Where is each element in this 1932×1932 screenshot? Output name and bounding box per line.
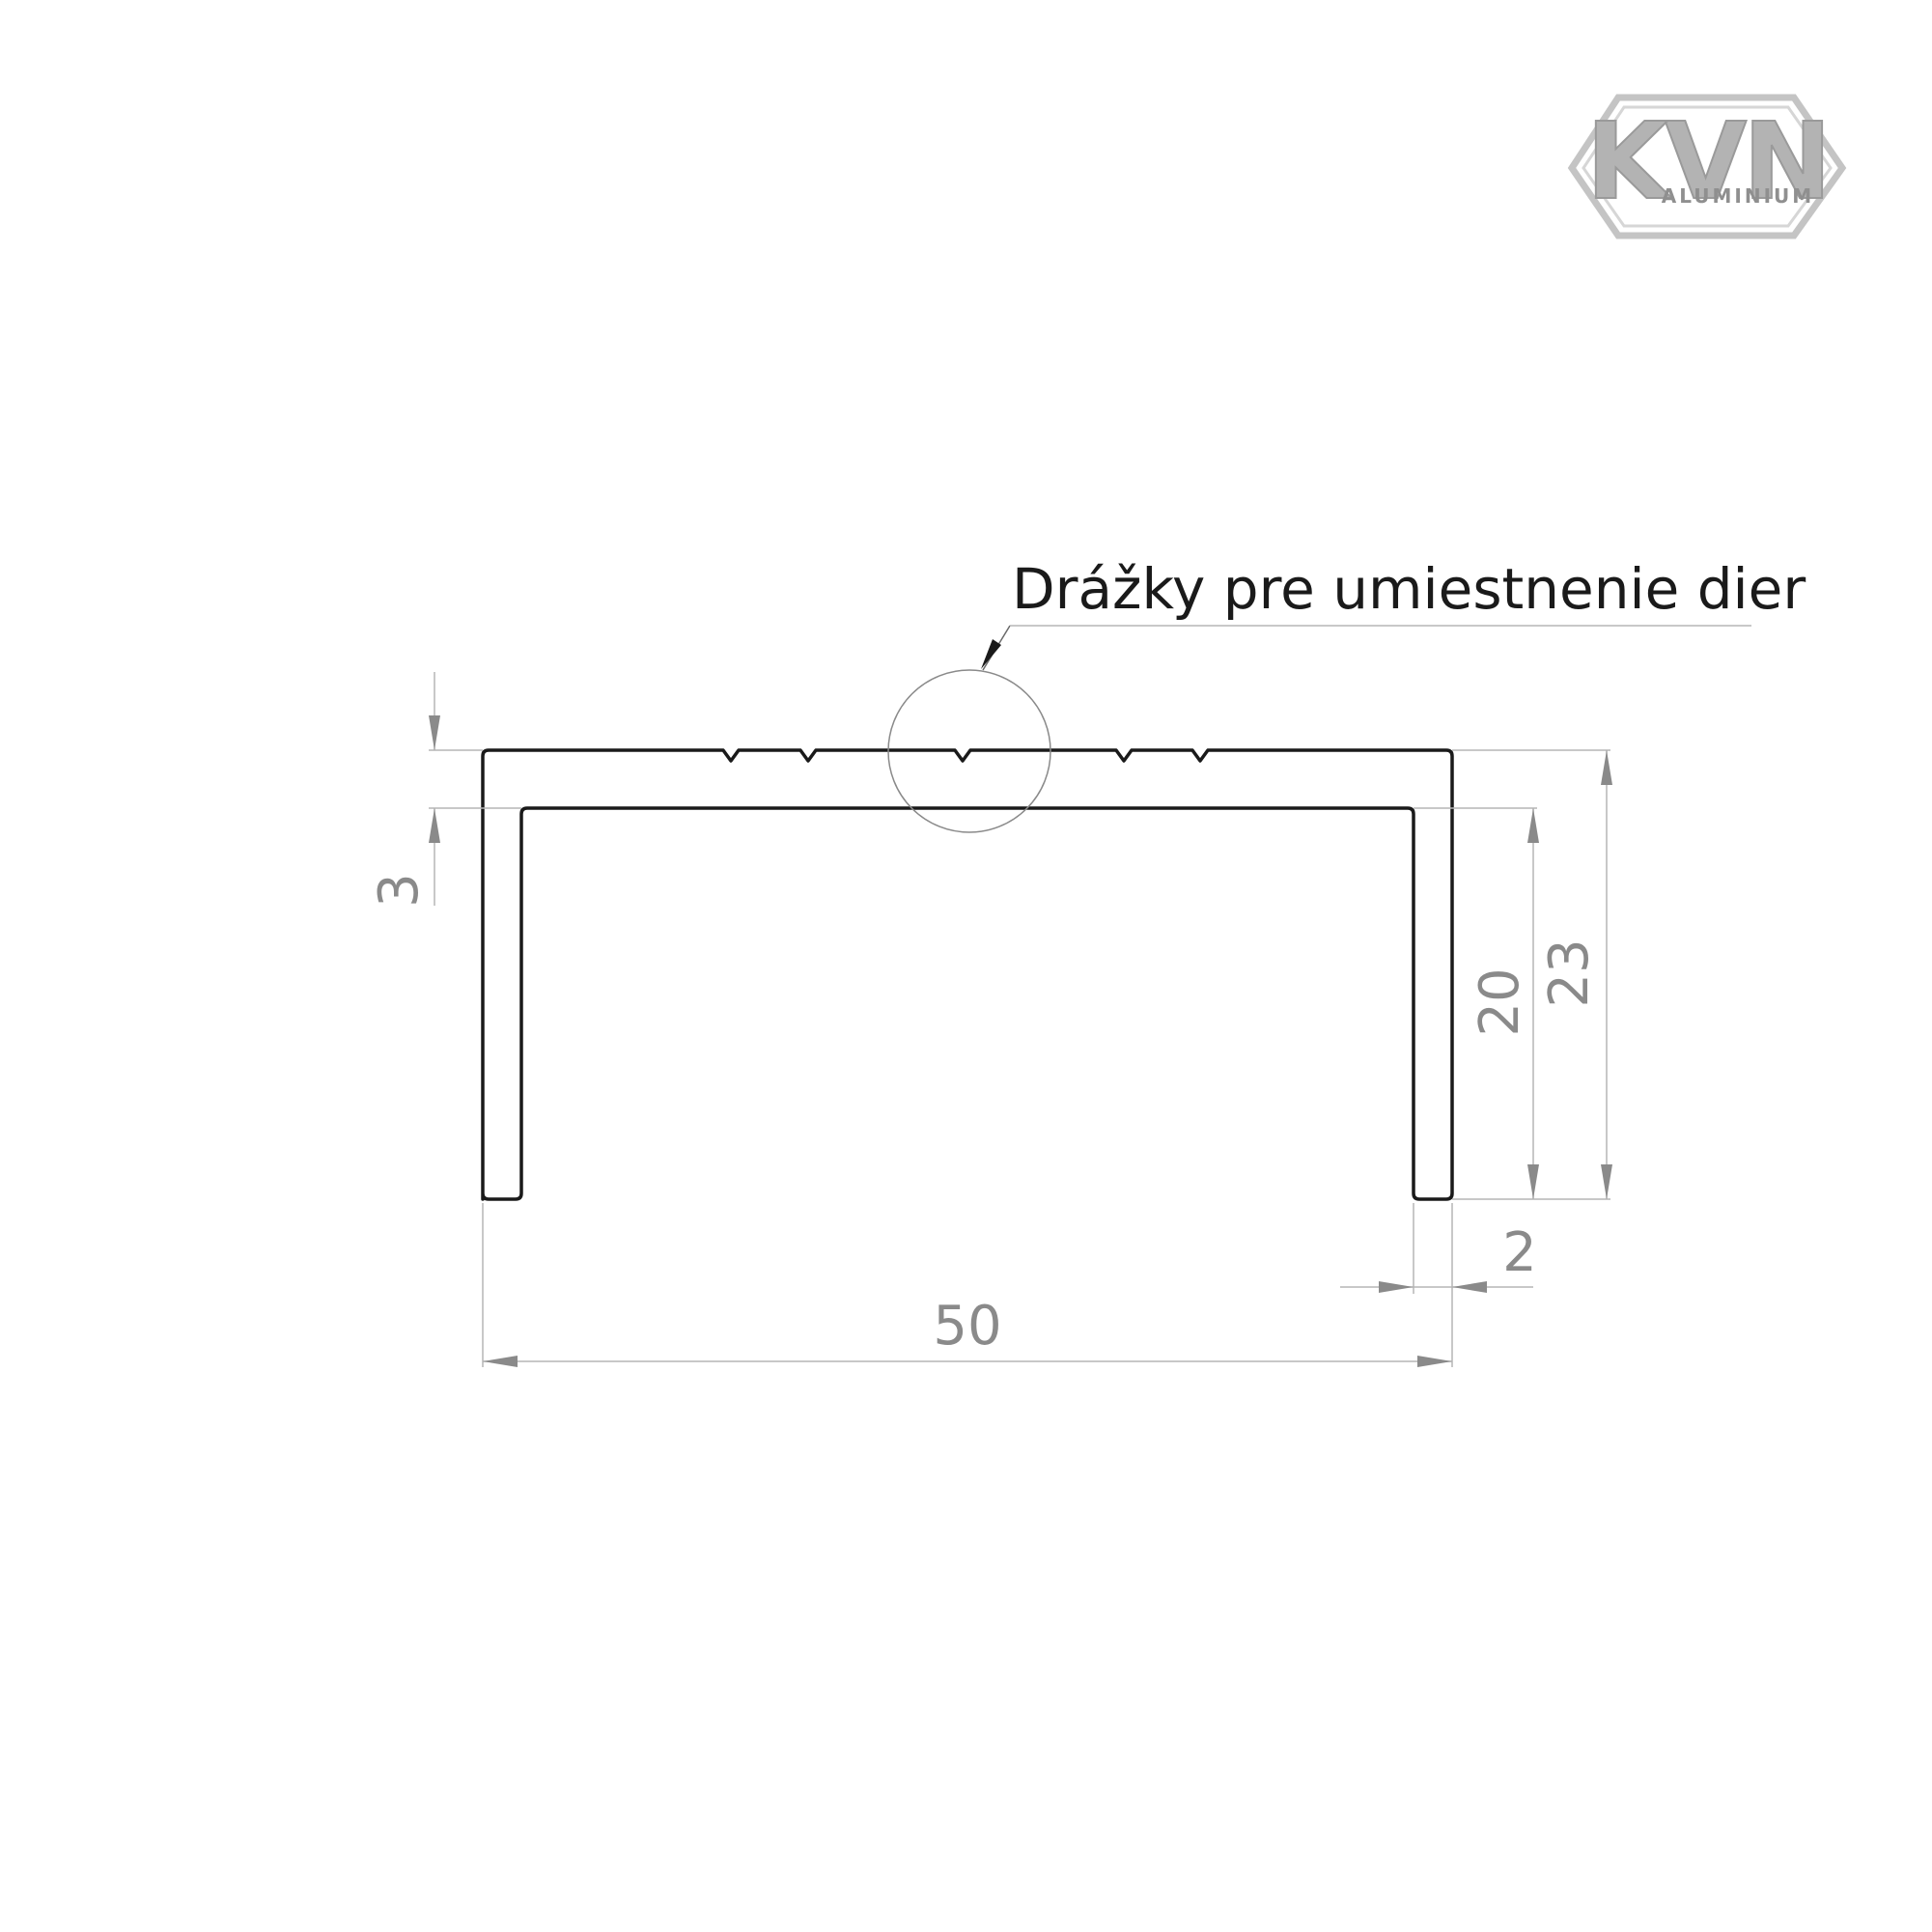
leader-arrow — [981, 639, 1001, 669]
dimension-thickness-3: 3 — [368, 672, 440, 908]
dimension-height-23: 23 — [1538, 750, 1612, 1199]
groove-detail-circle — [887, 669, 1051, 833]
logo-frame-inner — [1582, 105, 1833, 228]
dimension-height-20: 20 — [1469, 808, 1539, 1199]
dimension-wall-2: 2 — [1340, 1221, 1537, 1293]
logo-text: KVN — [1586, 99, 1828, 223]
dimension-2-label: 2 — [1502, 1221, 1537, 1284]
dimension-23-label: 23 — [1538, 938, 1601, 1007]
groove-label: Drážky pre umiestnenie dier — [1012, 556, 1806, 622]
dimension-width-50: 50 — [483, 1295, 1452, 1367]
extension-lines — [429, 749, 1610, 1367]
dimension-50-label: 50 — [933, 1295, 1001, 1358]
logo-frame-outer — [1567, 94, 1847, 239]
dimension-3-label: 3 — [368, 873, 431, 908]
kvn-logo: KVN ALUMINIUM — [1567, 94, 1847, 239]
profile-outline — [481, 748, 1454, 1201]
dimension-20-label: 20 — [1469, 967, 1531, 1036]
logo-subtext: ALUMINIUM — [1662, 184, 1814, 208]
